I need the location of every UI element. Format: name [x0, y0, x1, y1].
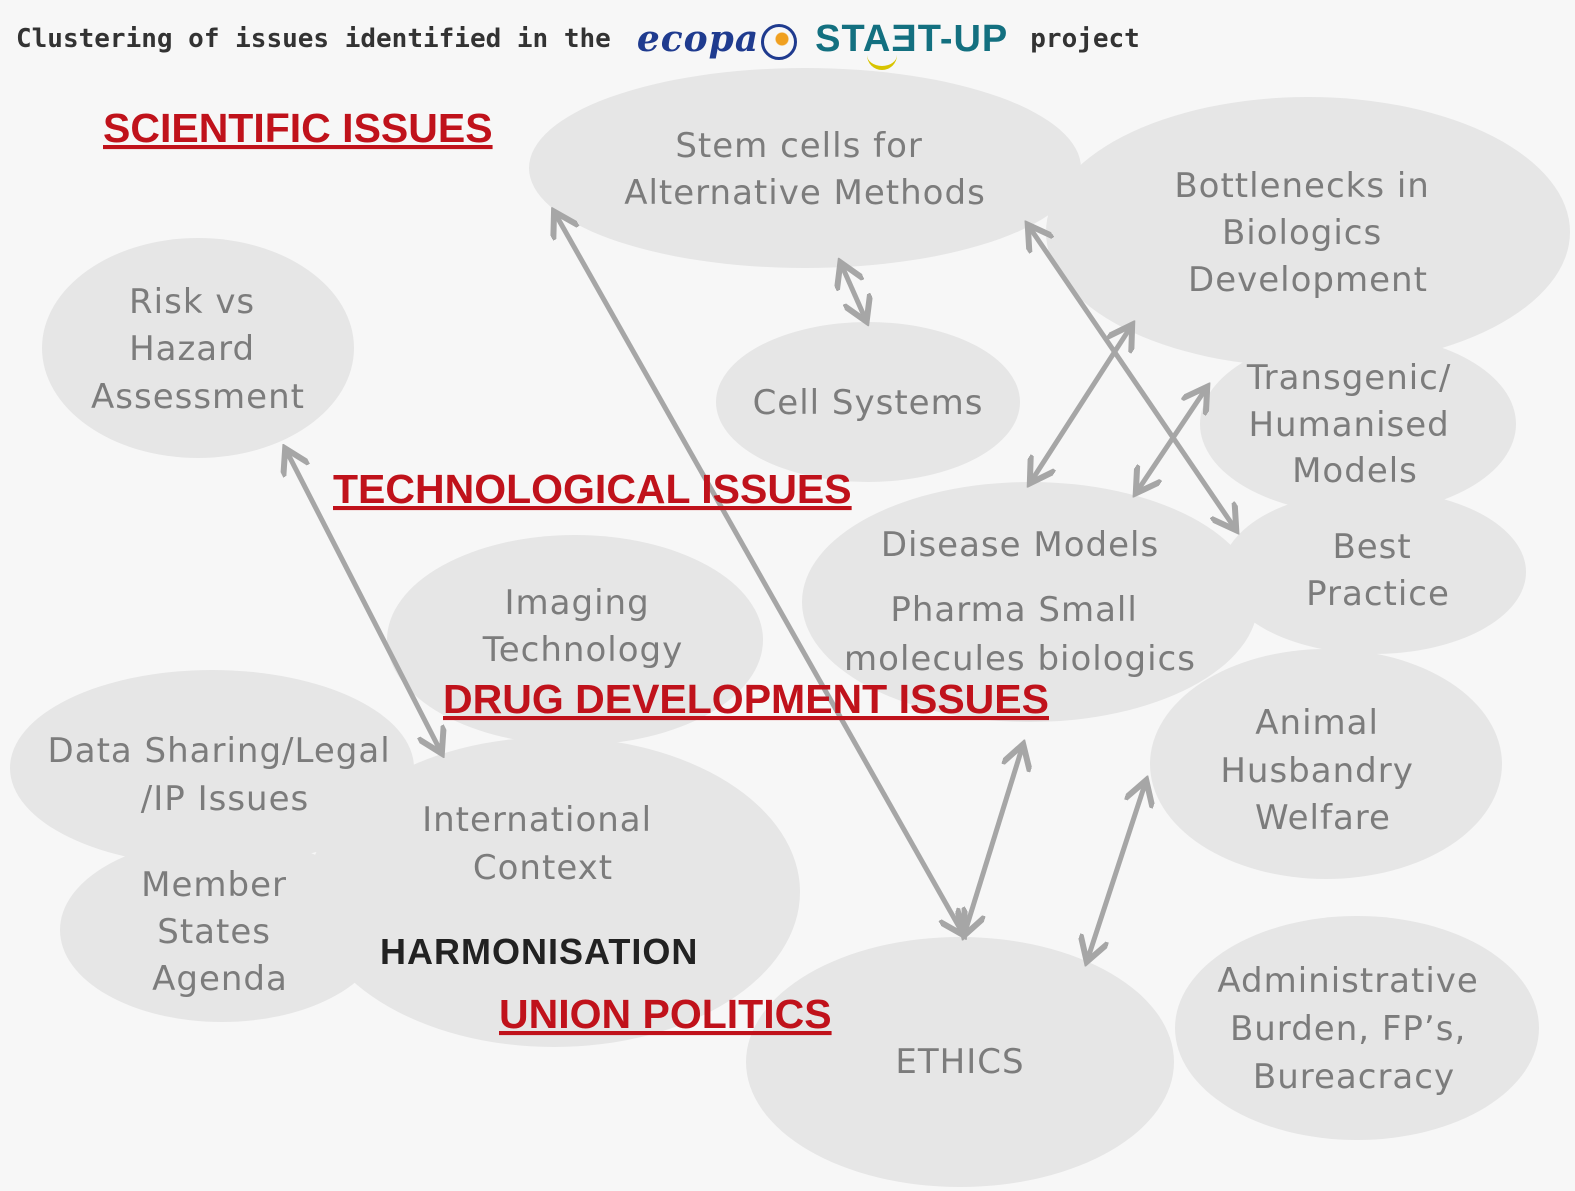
- arrow-drug-ethics: [965, 748, 1022, 932]
- arrow-transgenic-disease: [1138, 390, 1205, 490]
- bubble-member-states: [60, 838, 384, 1022]
- ecopa-logo: ecopa: [636, 18, 798, 60]
- node-disease: Disease Models: [881, 525, 1159, 565]
- node-ethics: ETHICS: [895, 1042, 1024, 1082]
- node-international: International Context: [422, 800, 664, 888]
- node-data-sharing: Data Sharing/Legal /IP Issues: [48, 731, 403, 819]
- node-cell-systems: Cell Systems: [753, 383, 984, 423]
- node-best-practice: Best Practice: [1306, 527, 1450, 614]
- node-labels: Stem cells for Alternative Methods Bottl…: [48, 126, 1490, 1097]
- startup-smile-icon: [867, 52, 898, 70]
- node-risk: Risk vs Hazard Assessment: [91, 282, 305, 417]
- node-imaging: Imaging Technology: [482, 583, 683, 670]
- arrow-stem-ethics: [556, 215, 962, 932]
- startup-logo: STAƎT-UP: [815, 17, 1009, 70]
- node-transgenic: Transgenic/ Humanised Models: [1246, 358, 1463, 491]
- heading-drug-development-issues: DRUG DEVELOPMENT ISSUES: [443, 676, 1049, 722]
- heading-union-politics: UNION POLITICS: [499, 991, 832, 1037]
- header-suffix: project: [1030, 24, 1140, 54]
- heading-scientific-issues: SCIENTIFIC ISSUES: [103, 105, 493, 151]
- ecopa-mark-icon: [761, 24, 798, 60]
- node-pharma: Pharma Small molecules biologics: [844, 590, 1196, 679]
- arrow-risk-international: [287, 452, 440, 750]
- bubble-admin: [1175, 916, 1539, 1140]
- node-bottlenecks: Bottlenecks in Biologics Development: [1174, 166, 1441, 300]
- header-prefix: Clustering of issues identified in the: [16, 24, 611, 54]
- node-animal: Animal Husbandry Welfare: [1220, 703, 1425, 838]
- ecopa-logo-text: ecopa: [636, 18, 760, 60]
- slide-header: Clustering of issues identified in the e…: [16, 14, 1140, 70]
- heading-harmonisation: HARMONISATION: [380, 931, 698, 972]
- arrow-animal-ethics: [1088, 784, 1145, 958]
- node-admin: Administrative Burden, FP’s, Bureacracy: [1217, 961, 1490, 1097]
- heading-technological-issues: TECHNOLOGICAL ISSUES: [333, 466, 852, 512]
- bubble-transgenic: [1200, 334, 1516, 514]
- node-stem-cells: Stem cells for Alternative Methods: [624, 126, 986, 213]
- startup-logo-text: STAƎT-UP: [815, 17, 1009, 60]
- arrow-bottlenecks-disease: [1032, 328, 1130, 480]
- bubble-animal: [1150, 649, 1502, 879]
- bubble-risk: [42, 238, 354, 458]
- bubble-ethics: [746, 937, 1174, 1187]
- node-member-states: Member States Agenda: [141, 865, 299, 999]
- category-headings: SCIENTIFIC ISSUES TECHNOLOGICAL ISSUES D…: [103, 105, 1049, 1037]
- bubble-stem-cells: [529, 68, 1081, 268]
- bubble-best-practice: [1222, 490, 1526, 654]
- arrow-stem-cellsystems: [842, 266, 865, 318]
- arrows: [287, 215, 1234, 958]
